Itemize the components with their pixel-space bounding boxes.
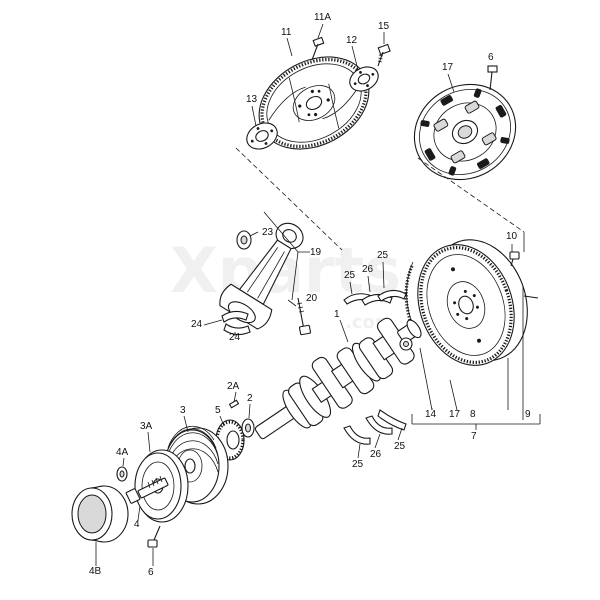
- bolt-11a: [311, 36, 325, 61]
- callout-9: 9: [525, 409, 531, 420]
- pulley-assembly: [71, 425, 229, 548]
- callout-25-a: 25: [344, 270, 356, 281]
- callout-26-b: 26: [370, 449, 382, 460]
- callout-25-c: 25: [352, 459, 364, 470]
- pilot-bearing-14: [399, 337, 413, 351]
- callout-4: 4: [134, 519, 140, 530]
- callout-3a: 3A: [140, 421, 153, 432]
- cover-4b: [71, 485, 129, 543]
- callout-17-bottom: 17: [449, 409, 461, 420]
- callout-4a: 4A: [116, 447, 129, 458]
- callout-19: 19: [310, 247, 322, 258]
- callout-14: 14: [425, 409, 437, 420]
- callout-6-top: 6: [488, 52, 494, 63]
- washer-4a: [116, 466, 128, 482]
- bearing-shells-24: [221, 310, 251, 336]
- bolt-10: [509, 251, 520, 267]
- connecting-rod: [219, 222, 304, 330]
- drive-plate-assembly: [235, 36, 391, 251]
- flywheel: [417, 239, 528, 366]
- callout-13: 13: [246, 94, 258, 105]
- callout-24-b: 24: [229, 332, 241, 343]
- bolt-6-top: [487, 65, 498, 91]
- bolt-6-bottom: [147, 525, 161, 548]
- callout-2: 2: [247, 393, 253, 404]
- callout-11: 11: [281, 27, 292, 38]
- callout-3: 3: [180, 405, 186, 416]
- flywheel-assembly: [404, 239, 541, 430]
- crankshaft: [254, 317, 422, 440]
- callout-25-d: 25: [394, 441, 406, 452]
- callout-5: 5: [215, 405, 221, 416]
- dowel-pin-9: [523, 295, 539, 299]
- spacer-plate-13: [246, 122, 278, 150]
- callout-11a: 11A: [314, 12, 332, 23]
- bolt-15: [377, 43, 391, 67]
- connecting-rod-assembly: [219, 211, 312, 336]
- callout-20: 20: [306, 293, 318, 304]
- clutch-disc-assembly: [413, 65, 525, 244]
- oil-seal-2: [241, 418, 255, 438]
- callout-24-a: 24: [191, 319, 203, 330]
- callout-7: 7: [471, 431, 477, 442]
- main-bearing-shells-bottom: [343, 409, 407, 445]
- callout-25-b: 25: [377, 250, 389, 261]
- main-bearing-shells-top: [343, 289, 407, 306]
- callout-26-a: 26: [362, 264, 374, 275]
- leader-lines: [95, 23, 513, 566]
- callout-15: 15: [378, 21, 390, 32]
- callout-4b: 4B: [89, 566, 102, 577]
- bolt-4: [125, 475, 169, 504]
- callout-12: 12: [346, 35, 358, 46]
- callout-10: 10: [506, 231, 518, 242]
- bolt-20: [296, 297, 312, 336]
- callout-23: 23: [262, 227, 274, 238]
- callout-6-bottom: 6: [148, 567, 154, 578]
- callout-8: 8: [470, 409, 476, 420]
- bushing-23: [236, 230, 252, 250]
- drive-plate: [258, 56, 370, 150]
- woodruff-key-2a: [228, 399, 240, 409]
- callout-17-top: 17: [442, 62, 454, 73]
- shim-plate-12: [349, 66, 379, 92]
- callout-2a: 2A: [227, 381, 240, 392]
- callout-1: 1: [334, 309, 340, 320]
- clutch-disc: [413, 83, 517, 181]
